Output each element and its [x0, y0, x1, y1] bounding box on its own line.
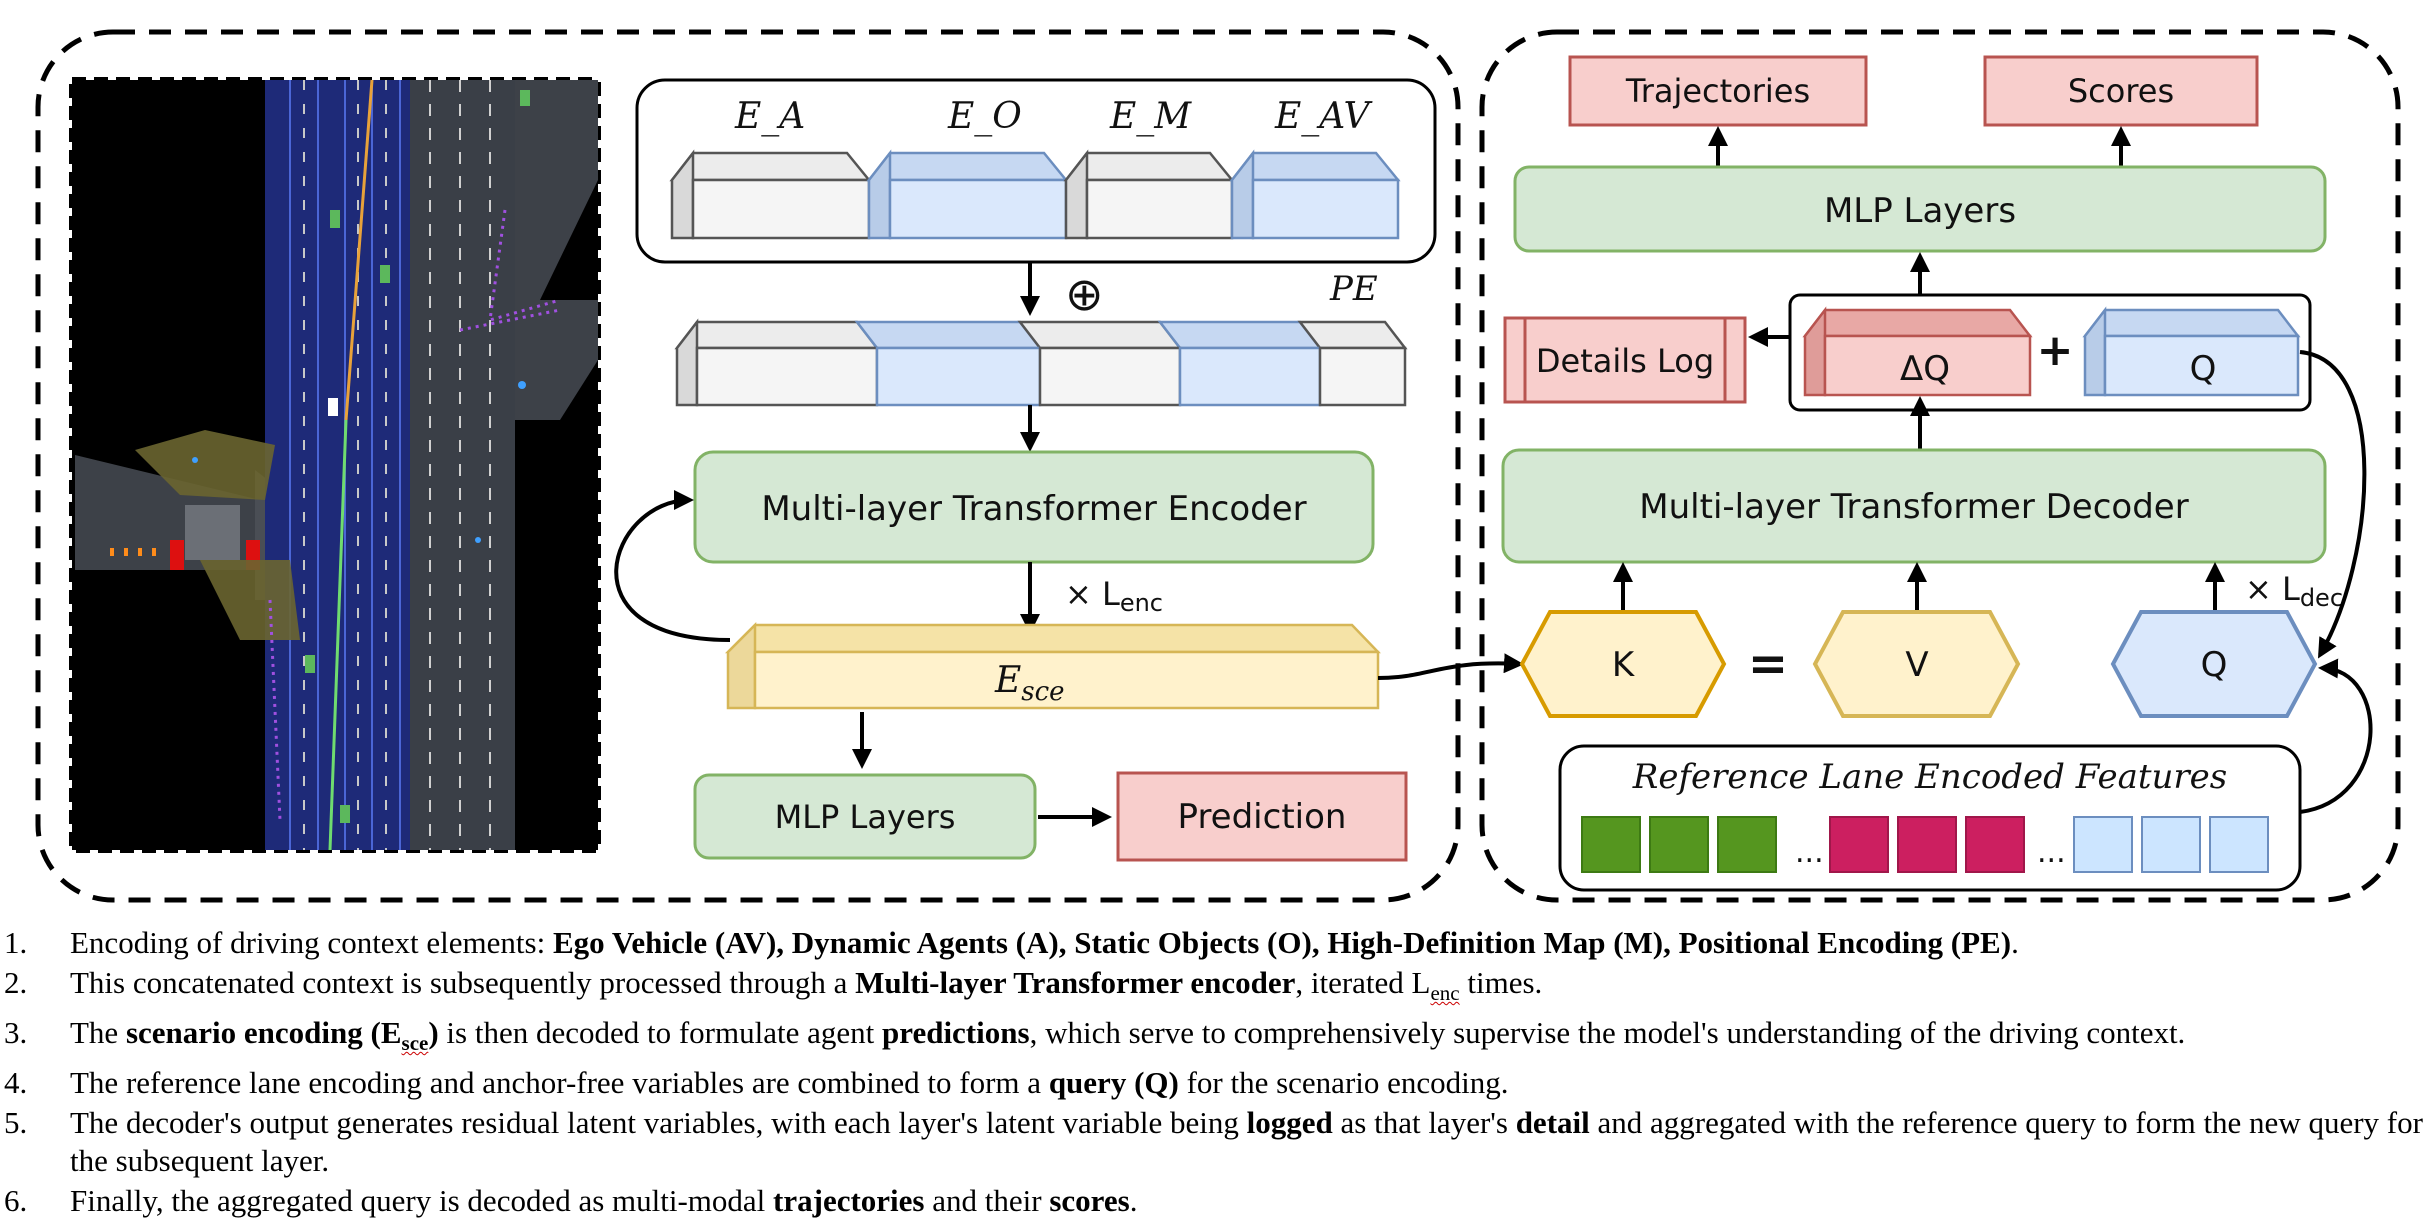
query-block	[2082, 306, 2301, 397]
embed-block-m	[1063, 149, 1235, 240]
caption-note-text: Ego Vehicle (AV), Dynamic Agents (A), St…	[552, 925, 2012, 960]
caption-note-text: is then decoded to formulate agent	[438, 1015, 882, 1050]
transformer-decoder-label: Multi-layer Transformer Decoder	[1639, 487, 2188, 527]
trajectories-box	[1568, 55, 1868, 127]
value-hexagon	[1812, 610, 2021, 718]
caption-note: 1.Encoding of driving context elements: …	[0, 924, 2426, 962]
trajectories-label: Trajectories	[1625, 72, 1810, 110]
scores-label: Scores	[2068, 72, 2174, 110]
transformer-encoder-box	[693, 450, 1375, 564]
caption-note: 3. The scenario encoding (Esce) is then d…	[0, 1014, 2426, 1062]
concat-oplus-symbol: ⊕	[1065, 267, 1104, 321]
transformer-encoder-label: Multi-layer Transformer Encoder	[761, 489, 1306, 529]
caption-note-text: Encoding of driving context elements:	[70, 925, 553, 960]
scenario-encoding-block	[724, 621, 1381, 710]
caption-note-text: enc	[1430, 981, 1460, 1005]
delta-q-block	[1802, 306, 2033, 397]
caption-note: 2. This concatenated context is subsequen…	[0, 964, 2426, 1012]
key-label: K	[1612, 645, 1636, 685]
caption-note-text: query (Q)	[1048, 1065, 1179, 1100]
query-hexagon-label: Q	[2201, 645, 2228, 685]
caption-note-text: Finally, the aggregated query is decoded…	[70, 1183, 774, 1218]
caption-note-text: times.	[1459, 965, 1543, 1000]
caption-note-text: Multi-layer Transformer encoder	[855, 965, 1296, 1000]
caption-note-text: The decoder's output generates residual …	[70, 1105, 1247, 1140]
caption-note-text: The	[70, 1015, 126, 1050]
caption-note-text: and their	[924, 1183, 1050, 1218]
encoder-repeat-label: × Lenc	[1065, 575, 1163, 617]
embed-label-a: E_A	[734, 96, 805, 137]
embed-label-m: E_M	[1109, 96, 1192, 137]
reference-lane-features	[1581, 816, 2269, 873]
caption-note-number: 5.	[4, 1105, 28, 1140]
caption-note-text: logged	[1246, 1105, 1333, 1140]
caption-notes: 1.Encoding of driving context elements: …	[0, 924, 2426, 1222]
bev-map-image	[69, 77, 601, 853]
embed-block-av	[1229, 149, 1401, 240]
caption-note-text: scenario encoding (E	[125, 1015, 402, 1050]
caption-note-text: for the scenario encoding.	[1178, 1065, 1509, 1100]
caption-note-text: .	[1129, 1183, 1138, 1218]
equals-symbol: =	[1748, 636, 1788, 692]
caption-note-text: as that layer's	[1332, 1105, 1516, 1140]
query-hexagon	[2110, 610, 2318, 718]
embed-block-a	[669, 149, 872, 240]
prediction-label: Prediction	[1178, 797, 1347, 837]
caption-note-text: predictions	[882, 1015, 1030, 1050]
decoder-mlp-label: MLP Layers	[1824, 191, 2016, 231]
caption-note-text: and aggregated with the reference query …	[70, 1105, 2423, 1178]
concatenated-sequence	[674, 318, 1408, 407]
caption-note-text: trajectories	[773, 1183, 925, 1218]
embed-label-o: E_O	[947, 96, 1022, 137]
caption-note-number: 3.	[4, 1015, 28, 1050]
plus-symbol: +	[2037, 325, 2074, 376]
query-block-label: Q	[2190, 349, 2217, 389]
delta-q-label: ΔQ	[1900, 349, 1950, 389]
caption-note-text: This concatenated context is subsequentl…	[70, 965, 856, 1000]
caption-note-number: 6.	[4, 1183, 28, 1218]
caption-note-text: The reference lane encoding and anchor-f…	[70, 1065, 1049, 1100]
caption-note: 5. The decoder's output generates residua…	[0, 1104, 2426, 1180]
caption-note-text: )	[428, 1015, 439, 1050]
decoder-mlp-box	[1513, 165, 2327, 253]
embed-block-o	[866, 149, 1069, 240]
key-hexagon	[1519, 610, 1727, 718]
details-log-box	[1503, 316, 1747, 404]
caption-note-text: , which serve to comprehensively supervi…	[1029, 1015, 2186, 1050]
caption-note-number: 4.	[4, 1065, 28, 1100]
caption-note-number: 2.	[4, 965, 28, 1000]
lane-ellipsis-1: ...	[1795, 835, 1824, 870]
caption-note-text: sce	[401, 1031, 429, 1055]
caption-note-text: detail	[1515, 1105, 1590, 1140]
caption-note-number: 1.	[4, 925, 28, 960]
caption-note-text: , iterated L	[1295, 965, 1431, 1000]
caption-note-text: scores	[1049, 1183, 1130, 1218]
lane-ellipsis-2: ...	[2037, 835, 2066, 870]
decoder-group-frame	[1479, 29, 2401, 903]
encoder-mlp-box	[693, 773, 1037, 860]
caption-note: 6. Finally, the aggregated query is decod…	[0, 1182, 2426, 1220]
embed-label-av: E_AV	[1274, 96, 1373, 137]
caption-note: 4. The reference lane encoding and anchor…	[0, 1064, 2426, 1102]
details-log-label: Details Log	[1536, 342, 1714, 380]
prediction-box	[1116, 771, 1408, 862]
reference-lane-title: Reference Lane Encoded Features	[1632, 757, 2228, 797]
caption-note-text: .	[2011, 925, 2019, 960]
pe-label: PE	[1329, 269, 1378, 309]
architecture-diagram: E_A E_O E_M E_AV ⊕ PE Multi-layer Transf…	[35, 29, 2401, 903]
value-label: V	[1905, 645, 1928, 685]
encoder-group-frame	[35, 29, 1461, 903]
decoder-repeat-label: × Ldec	[2245, 570, 2343, 612]
scenario-encoding-label: Esce	[994, 660, 1065, 707]
scores-box	[1983, 55, 2259, 127]
encoder-mlp-label: MLP Layers	[775, 798, 956, 836]
